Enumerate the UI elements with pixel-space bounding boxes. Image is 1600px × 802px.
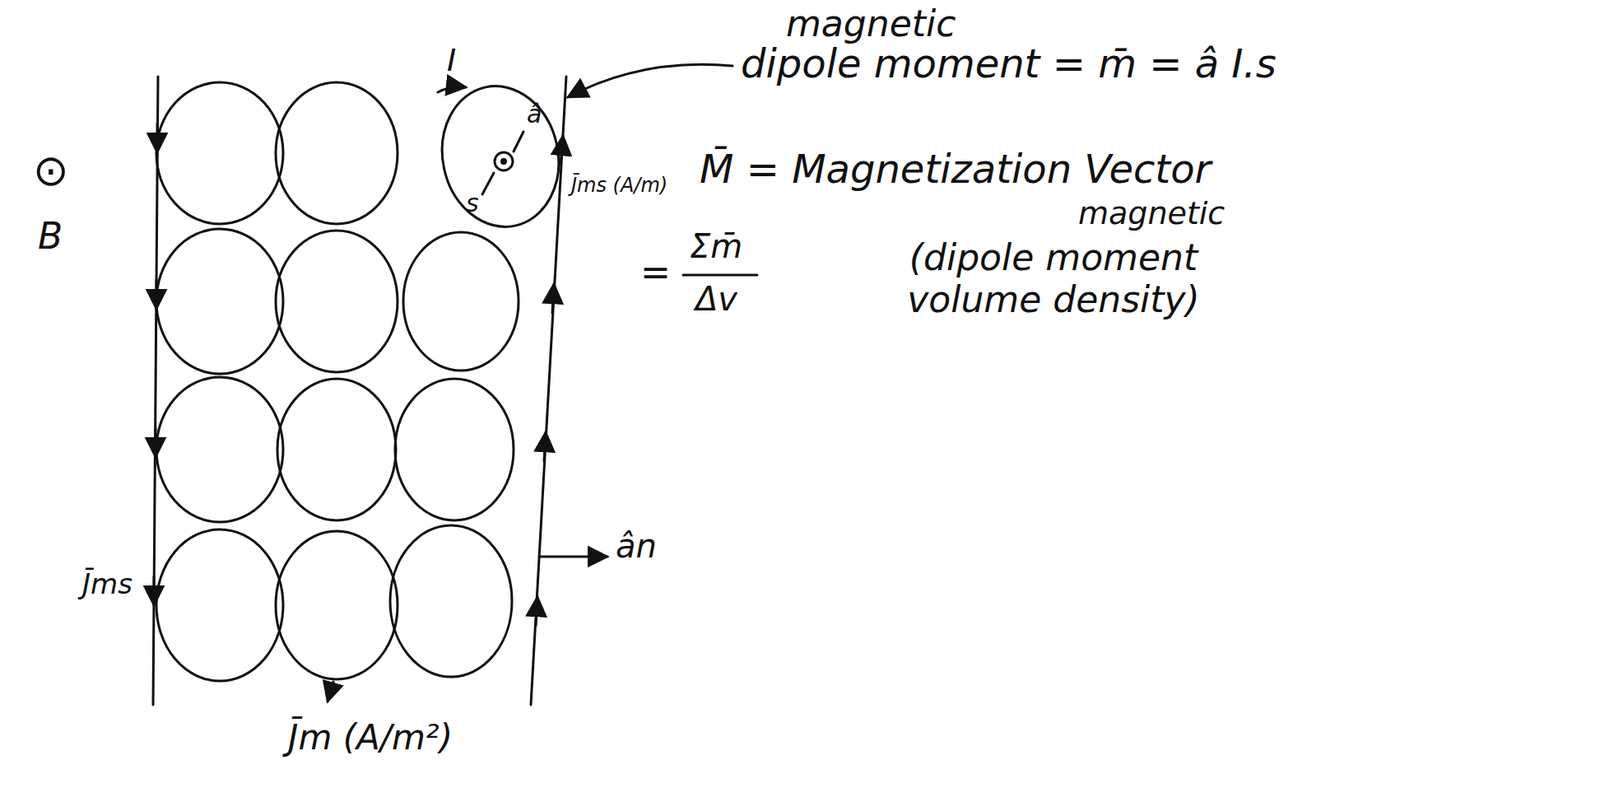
fraction-denominator: Δv bbox=[695, 279, 738, 318]
equation: = bbox=[640, 251, 671, 294]
current-arrow bbox=[156, 123, 159, 153]
vector-label: ân bbox=[615, 526, 657, 565]
current-loop bbox=[275, 230, 398, 373]
volume-current-arrow bbox=[327, 681, 334, 702]
annotation: (dipole moment volume density) bbox=[872, 237, 1235, 321]
current-loop bbox=[275, 82, 398, 224]
current-loop bbox=[156, 376, 284, 522]
surface-current-label: J̄ms bbox=[82, 567, 133, 600]
current-arrow bbox=[535, 596, 538, 626]
current-loop bbox=[403, 232, 519, 371]
slab-edge bbox=[530, 76, 567, 705]
fraction-numerator: Σm̄ bbox=[689, 227, 743, 266]
current-loop bbox=[395, 378, 514, 521]
current-loop bbox=[156, 529, 284, 681]
annotation: magnetic bbox=[786, 3, 956, 46]
equation: dipole moment = m̄ = â I.s bbox=[740, 41, 1277, 87]
leader-arrow bbox=[567, 64, 733, 98]
field-direction-symbol: ⊙ bbox=[32, 146, 70, 196]
current-arrow bbox=[544, 432, 546, 461]
volume-current-label: J̄m (A/m²) bbox=[288, 717, 453, 758]
fraction-bar bbox=[683, 274, 758, 277]
current-symbol: I bbox=[446, 42, 456, 80]
unit-vector-symbol: â bbox=[526, 100, 542, 130]
surface-current-label: J̄ms (A/m) bbox=[571, 174, 668, 198]
current-loop bbox=[429, 74, 573, 238]
current-arrow bbox=[552, 283, 554, 313]
current-arrow bbox=[154, 427, 158, 457]
current-loop bbox=[390, 525, 512, 677]
dipole-symbol bbox=[502, 159, 507, 164]
loop-current-arrow bbox=[437, 87, 466, 93]
equation: M̄ = Magnetization Vector bbox=[699, 146, 1211, 192]
area-mark bbox=[482, 172, 494, 195]
current-loop bbox=[156, 82, 284, 224]
current-arrow bbox=[155, 279, 159, 309]
annotation: magnetic bbox=[1078, 195, 1225, 233]
current-loop bbox=[275, 530, 398, 680]
unit-vector-mark bbox=[513, 131, 524, 152]
current-loop bbox=[156, 228, 284, 374]
current-loop bbox=[277, 378, 396, 521]
area-symbol: s bbox=[465, 189, 480, 219]
current-arrow bbox=[560, 135, 563, 165]
normal-vector-arrow bbox=[539, 555, 608, 559]
dipole-symbol bbox=[494, 152, 513, 171]
current-arrow bbox=[153, 576, 156, 605]
field-symbol: B bbox=[37, 215, 63, 258]
